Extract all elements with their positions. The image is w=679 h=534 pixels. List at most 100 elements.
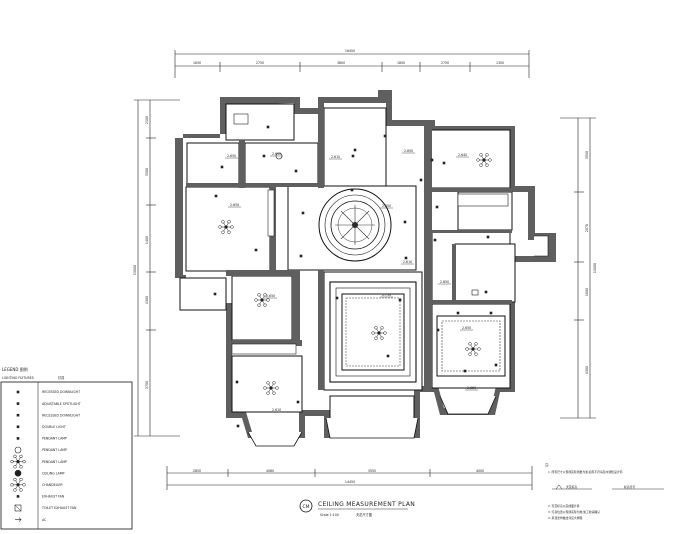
bottom-dim-2: 4080: [266, 469, 274, 473]
bottom-dim-1: 2850: [193, 469, 201, 473]
downlight-icon: [262, 154, 266, 158]
downlight-icon: [350, 188, 354, 192]
double-lamp-icon: [16, 425, 20, 429]
legend-label: PENDANT LAMP: [42, 460, 67, 464]
living-tray-ceiling: [329, 281, 417, 383]
ceiling-height-tag: 2.640: [458, 153, 467, 157]
legend-label: EXHAUST FAN: [42, 495, 65, 499]
ceiling-height-tag: 2.610: [331, 155, 340, 159]
left-total-dimension: 15000: [133, 265, 137, 275]
bay-windows: [247, 235, 549, 447]
downlight-icon: [436, 328, 440, 332]
downlight-icon: [294, 169, 298, 173]
legend-row: TOILET EXHAUST FAN: [14, 504, 77, 512]
downlight-icon: [383, 134, 387, 138]
legend-subheading: LIGHTING FIXTURES: [2, 376, 34, 380]
downlight-icon: [404, 256, 408, 260]
downlight-icon: [214, 194, 218, 198]
bottom-dim-4: 4000: [476, 469, 484, 473]
legend-label: CEILING LAMP: [42, 471, 65, 475]
downlight-icon: [486, 235, 490, 239]
legend-row: PENDANT LAMP: [14, 446, 67, 454]
x-box-icon: [14, 504, 22, 512]
downlight-icon: [220, 165, 224, 169]
downlight-icon: [351, 154, 355, 158]
right-total-dimension: 15000: [593, 263, 597, 273]
top-dim-2: 2750: [256, 61, 264, 65]
right-dimension-chain: 15000 3550 2070 1800 4300: [560, 117, 597, 419]
legend-row: PENDANT LAMP: [16, 437, 67, 441]
chandelier-icon: [254, 293, 270, 307]
legend-label: CHANDELIER: [42, 483, 63, 487]
legend-label: RECESSED DOWNLIGHT: [42, 413, 80, 417]
top-total-dimension: 16450: [345, 49, 355, 53]
downlight-icon: [484, 290, 488, 294]
level-symbol-b: 标高符号: [624, 485, 635, 489]
circular-ceiling-feature: [318, 188, 392, 262]
plan-title: CEILING MEASUREMENT PLAN: [318, 501, 415, 508]
note-line-2: 2. 天花标高以完成面计算: [548, 504, 580, 508]
ceiling-height-tag: 2.650: [467, 386, 476, 390]
plan-scale-cn: 天花尺寸图: [356, 512, 372, 517]
room-living-room: [323, 271, 423, 391]
downlight-icon: [386, 354, 390, 358]
right-dim-3: 1800: [585, 288, 589, 296]
chandelier-icon: [263, 381, 279, 395]
ceiling-height-tags: 2.650 2.650 2.650 2.610 2.850 2.640 2.850 2.610…: [225, 149, 478, 413]
top-dimension-chain: 16450 1630 2750 3800 1850 2750 1300: [174, 49, 530, 78]
legend-box: [0, 381, 133, 530]
legend-row: CEILING LAMP: [14, 469, 65, 477]
legend-label: ADJUSTABLE SPOTLIGHT: [42, 402, 81, 406]
downlight-icon: [430, 158, 434, 162]
downlight-icon: [419, 178, 423, 182]
notes-heading: 注:: [545, 462, 549, 467]
legend-row: AC: [15, 517, 47, 522]
downlight-icon: [456, 311, 460, 315]
top-dim-6: 1300: [496, 61, 504, 65]
room-bath-2: [244, 142, 319, 186]
legend-label: RECESSED DOWNLIGHT: [42, 390, 80, 394]
ceiling-height-tag: 2.650: [272, 152, 281, 156]
downlight-icon: [433, 238, 437, 242]
note-line-3: 3. 灯具位置以现场实际为准,施工前请确认: [548, 510, 600, 514]
ceiling-height-tag: 2.650: [227, 154, 236, 158]
left-dim-3: 1400: [145, 236, 149, 244]
right-dim-2: 2070: [585, 224, 589, 232]
ceiling-height-tag: 2.850: [382, 204, 391, 208]
fan-icon: [16, 495, 20, 498]
downlight-icon: [353, 148, 357, 152]
downlight-icon: [235, 380, 239, 384]
room-bath-1: [186, 142, 240, 186]
legend-row: ADJUSTABLE SPOTLIGHT: [16, 402, 81, 406]
downlight-icon: [213, 292, 217, 296]
ceiling-height-tag: 2.850: [440, 280, 449, 284]
downlight-icon: [435, 205, 439, 209]
ceiling-height-tag: 2.750: [382, 293, 391, 297]
square-downlight-icon: [16, 390, 20, 394]
ring-lamp-icon: [14, 446, 22, 454]
legend-heading: LEGEND 图例: [2, 366, 28, 372]
legend-label: PENDANT LAMP: [42, 448, 67, 452]
right-dim-1: 3550: [585, 151, 589, 159]
room-bedroom-2: [231, 275, 293, 341]
access-panel-icon: [233, 113, 249, 125]
left-dim-5: 3700: [145, 381, 149, 389]
room-master-study: [323, 107, 387, 187]
downlight-icon: [398, 298, 402, 302]
downlight-icon: [494, 363, 498, 367]
top-dim-5: 2750: [441, 61, 449, 65]
hatched-strips: [231, 189, 509, 355]
ceiling-height-tag: 2.610: [272, 408, 281, 412]
left-dim-1: 2100: [145, 116, 149, 124]
level-symbols: 天花标高 标高符号: [552, 484, 664, 490]
notes-block: 注: 1. 所有尺寸以现场实际测量为准,如有不符请及时通知设计师 天花标高 标高…: [545, 462, 664, 520]
ceiling-height-tag: 2.650: [266, 294, 275, 298]
downlight-icon: [463, 369, 467, 373]
legend-label: PENDANT LAMP: [42, 437, 67, 441]
room-bedroom-1: [185, 186, 271, 272]
disc-lamp-icon: [14, 469, 22, 477]
legend-subheading-cn: 灯具: [58, 375, 65, 380]
ceiling-height-tag: 2.850: [404, 149, 413, 153]
